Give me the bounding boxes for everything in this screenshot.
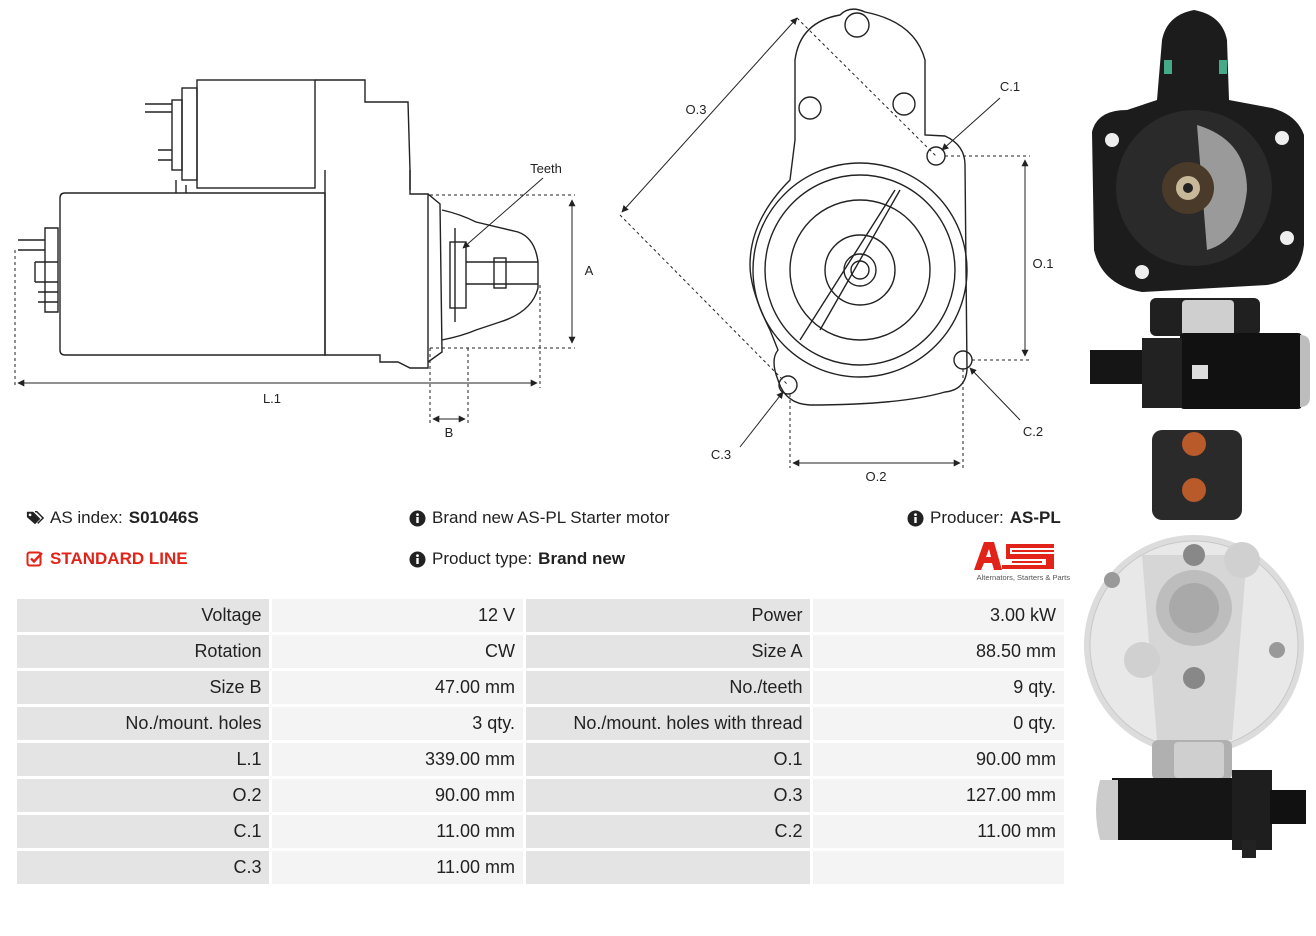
- spec-label: Size B: [17, 671, 270, 704]
- label-o3: O.3: [686, 102, 707, 117]
- spec-label: O.1: [525, 743, 811, 776]
- photo-side-view-2: [1096, 740, 1306, 858]
- tags-icon: [26, 509, 44, 527]
- spec-value: 11.00 mm: [813, 815, 1064, 848]
- spec-label: Rotation: [17, 635, 270, 668]
- spec-label: Size A: [525, 635, 811, 668]
- table-row: C.3 11.00 mm: [17, 851, 1064, 884]
- spec-value: 12 V: [272, 599, 523, 632]
- table-row: Rotation CW Size A 88.50 mm: [17, 635, 1064, 668]
- product-type-label: Product type:: [432, 549, 533, 568]
- spec-label: No./teeth: [525, 671, 811, 704]
- spec-label: [525, 851, 811, 884]
- label-b: B: [445, 425, 454, 440]
- standard-line-row: STANDARD LINE: [26, 549, 188, 569]
- label-o1: O.1: [1033, 256, 1054, 271]
- spec-label: C.1: [17, 815, 270, 848]
- description-text: Brand new AS-PL Starter motor: [432, 508, 670, 527]
- description-row: Brand new AS-PL Starter motor: [408, 508, 669, 528]
- spec-label: No./mount. holes with thread: [525, 707, 811, 740]
- photo-side-view-1: [1090, 298, 1310, 409]
- front-view-dimensions: [619, 17, 1030, 468]
- spec-value: 127.00 mm: [813, 779, 1064, 812]
- as-index-row: AS index: S01046S: [26, 508, 199, 528]
- spec-value: 3.00 kW: [813, 599, 1064, 632]
- producer-value: AS-PL: [1009, 508, 1061, 527]
- info-circle-icon: [408, 509, 426, 527]
- spec-label: O.3: [525, 779, 811, 812]
- table-row: C.1 11.00 mm C.2 11.00 mm: [17, 815, 1064, 848]
- specification-table: Voltage 12 V Power 3.00 kW Rotation CW S…: [14, 596, 1067, 887]
- spec-label: L.1: [17, 743, 270, 776]
- side-view-dimensions: [14, 177, 576, 424]
- spec-label: C.3: [17, 851, 270, 884]
- table-row: L.1 339.00 mm O.1 90.00 mm: [17, 743, 1064, 776]
- spec-value: 11.00 mm: [272, 815, 523, 848]
- table-row: Size B 47.00 mm No./teeth 9 qty.: [17, 671, 1064, 704]
- standard-line-label: STANDARD LINE: [50, 549, 188, 568]
- product-type-value: Brand new: [538, 549, 626, 568]
- technical-drawing: Teeth A L.1 B O.3 C.1 O.1 C.2 C.3: [14, 8, 1054, 484]
- spec-label: O.2: [17, 779, 270, 812]
- spec-label: No./mount. holes: [17, 707, 270, 740]
- spec-label: Voltage: [17, 599, 270, 632]
- product-photos: [1084, 10, 1310, 858]
- spec-value: 0 qty.: [813, 707, 1064, 740]
- producer-row: Producer: AS-PL: [906, 508, 1061, 528]
- check-square-icon: [26, 550, 44, 568]
- spec-value: 11.00 mm: [272, 851, 523, 884]
- label-c1: C.1: [1000, 79, 1020, 94]
- spec-label: Power: [525, 599, 811, 632]
- spec-value: 339.00 mm: [272, 743, 523, 776]
- product-type-row: Product type: Brand new: [408, 549, 625, 569]
- spec-value: 88.50 mm: [813, 635, 1064, 668]
- side-view-drawing: [18, 79, 539, 369]
- as-index-value: S01046S: [128, 508, 199, 527]
- spec-value: 47.00 mm: [272, 671, 523, 704]
- info-circle-icon: [906, 509, 924, 527]
- producer-label: Producer:: [930, 508, 1004, 527]
- info-circle-icon: [408, 550, 426, 568]
- spec-value: 90.00 mm: [272, 779, 523, 812]
- spec-value: CW: [272, 635, 523, 668]
- as-pl-logo: Alternators, Starters & Parts: [962, 540, 1070, 584]
- label-o2: O.2: [866, 469, 887, 484]
- spec-value: 90.00 mm: [813, 743, 1064, 776]
- label-teeth: Teeth: [530, 161, 562, 176]
- photo-front-view: [1092, 10, 1304, 292]
- table-row: O.2 90.00 mm O.3 127.00 mm: [17, 779, 1064, 812]
- logo-tagline: Alternators, Starters & Parts: [976, 573, 1070, 582]
- photo-rear-view: [1084, 430, 1304, 755]
- label-c3: C.3: [711, 447, 731, 462]
- spec-value: 9 qty.: [813, 671, 1064, 704]
- spec-value: [813, 851, 1064, 884]
- as-logo-mark: [974, 542, 1054, 570]
- front-view-drawing: [749, 8, 973, 406]
- label-l1: L.1: [263, 391, 281, 406]
- table-row: No./mount. holes 3 qty. No./mount. holes…: [17, 707, 1064, 740]
- label-c2: C.2: [1023, 424, 1043, 439]
- label-a: A: [585, 263, 594, 278]
- table-row: Voltage 12 V Power 3.00 kW: [17, 599, 1064, 632]
- spec-value: 3 qty.: [272, 707, 523, 740]
- as-index-label: AS index:: [50, 508, 123, 527]
- spec-label: C.2: [525, 815, 811, 848]
